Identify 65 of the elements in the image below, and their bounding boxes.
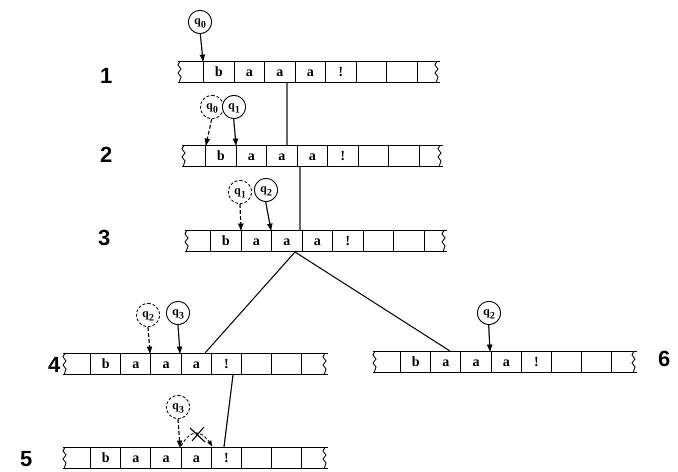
step-number: 4 (48, 353, 60, 377)
tape-symbol: ! (223, 451, 230, 467)
tree-line (223, 374, 234, 448)
step-number: 1 (100, 64, 112, 88)
tape-symbol: a (277, 149, 286, 165)
step-number: 6 (658, 347, 670, 371)
tape-symbol: ! (344, 234, 352, 250)
tape-symbol: a (275, 65, 284, 81)
tape-strip (63, 353, 328, 375)
pointer-arrow (200, 34, 206, 62)
tape-symbol: ! (223, 357, 230, 373)
state-circle: q$_{3}$ (166, 301, 190, 325)
tape-symbol: b (216, 149, 226, 165)
tape-symbol: ! (533, 355, 540, 371)
tree-line (294, 252, 450, 352)
tape-strip (182, 145, 443, 167)
tape-symbol: a (306, 65, 315, 81)
tape-symbol: b (220, 234, 231, 250)
tape-symbol: a (192, 451, 201, 467)
tape-strip (185, 230, 447, 252)
tape-symbol: a (131, 451, 140, 467)
pointer-arrow (204, 118, 212, 146)
state-circle: q$_{2}$ (136, 303, 160, 327)
pointer-arrow (146, 326, 152, 354)
tape-symbol: ! (337, 65, 344, 81)
pointer-arrow (176, 418, 182, 448)
tape-symbol: b (410, 355, 420, 371)
tape-symbol: b (100, 451, 110, 467)
state-circle: q$_{1}$ (228, 180, 252, 204)
tape-strip (373, 351, 637, 373)
state-circle: q$_{0}$ (188, 10, 212, 34)
tape-symbol: a (282, 234, 292, 250)
tape-symbol: a (312, 234, 322, 250)
state-circle: q$_{3}$ (166, 395, 190, 419)
tape-symbol: a (441, 355, 450, 371)
state-circle: q$_{0}$ (200, 95, 224, 119)
tape-symbol: a (131, 357, 140, 373)
tape-symbol: b (214, 65, 224, 81)
tape-symbol: b (100, 357, 110, 373)
pointer-arrow (232, 118, 238, 146)
tape-symbol: a (252, 234, 261, 250)
tape-symbol: a (502, 355, 511, 371)
pointer-arrow (176, 324, 182, 354)
tape-symbol: a (192, 357, 201, 373)
tape-symbol: a (244, 65, 254, 81)
tape-symbol: a (246, 149, 256, 165)
pointer-arrow (486, 324, 493, 352)
tape-strip (178, 61, 440, 83)
step-number: 2 (100, 143, 112, 167)
tape-symbol: a (161, 451, 170, 467)
tree-line (299, 167, 301, 230)
tape-symbol: a (308, 149, 317, 165)
tape-symbol: ! (339, 149, 346, 165)
tape-strip (63, 447, 328, 469)
state-circle: q$_{2}$ (477, 301, 501, 325)
state-circle: q$_{1}$ (222, 95, 246, 119)
pointer-arrow (265, 202, 273, 231)
step-number: 5 (20, 447, 32, 471)
tape-symbol: a (161, 357, 170, 373)
pointer-arrow (238, 204, 244, 231)
tape-symbol: a (471, 355, 480, 371)
tree-line (286, 83, 288, 145)
state-circle: q$_{2}$ (254, 178, 278, 202)
tree-line (204, 252, 296, 354)
step-number: 3 (98, 226, 110, 250)
